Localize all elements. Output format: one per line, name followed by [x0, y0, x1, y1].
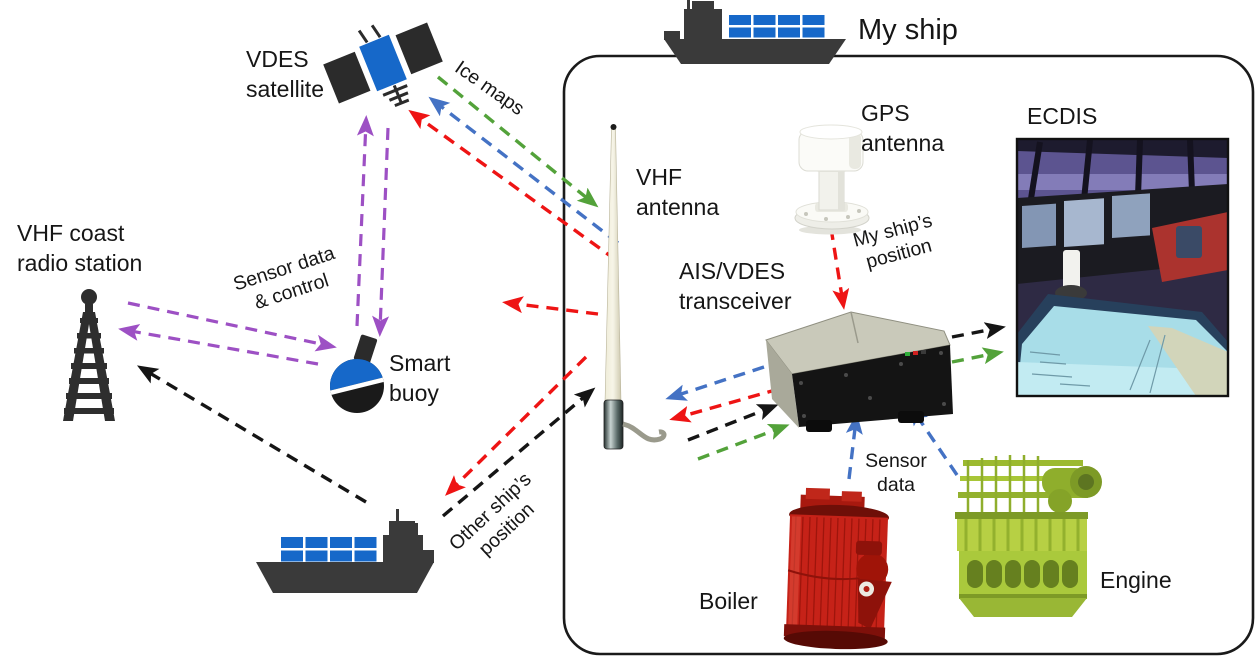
vhf-coast-station-label: VHF coast radio station — [17, 220, 143, 277]
green-arrows — [436, 75, 1004, 461]
satellite-icon — [323, 22, 443, 108]
engine-label: Engine — [1100, 567, 1172, 593]
other-ship-icon — [256, 509, 434, 593]
boiler-icon — [783, 487, 892, 650]
ecdis-photo — [1015, 137, 1230, 398]
my-ship-label: My ship — [858, 14, 958, 46]
vhf-antenna-icon — [603, 124, 667, 450]
smart-buoy-label: Smart buoy — [389, 350, 451, 407]
red-arrows — [408, 109, 850, 496]
radio-tower-icon — [63, 289, 115, 421]
vhf-antenna-label: VHF antenna — [636, 164, 720, 221]
purple-arrows — [118, 115, 390, 366]
smart-buoy-icon — [330, 334, 384, 413]
ecdis-label: ECDIS — [1027, 103, 1098, 129]
other-ship-containers — [281, 537, 377, 562]
transceiver-icon — [765, 311, 953, 432]
vdes-satellite-label: VDES satellite — [246, 46, 324, 103]
gps-antenna-icon — [794, 124, 870, 235]
my-ship-containers — [729, 15, 825, 38]
gps-antenna-label: GPS antenna — [861, 100, 945, 157]
boiler-label: Boiler — [699, 588, 758, 614]
transceiver-label: AIS/VDES transceiver — [679, 258, 792, 315]
engine-icon — [955, 455, 1102, 617]
sensor-data-label: Sensor data — [865, 450, 927, 496]
black-arrows — [136, 322, 1006, 518]
my-ship-icon — [664, 0, 846, 64]
